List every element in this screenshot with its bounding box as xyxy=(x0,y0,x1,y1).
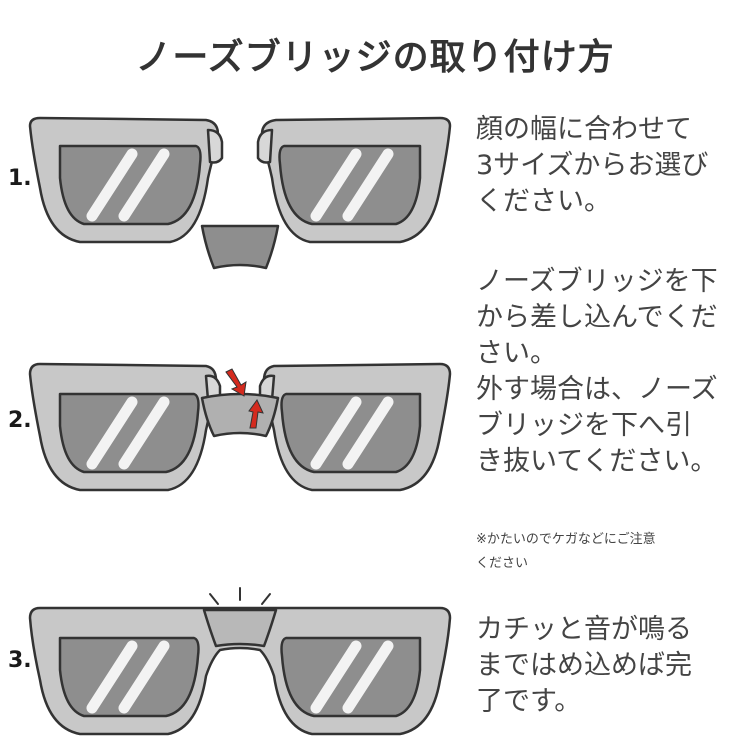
red-arrow-up-icon xyxy=(248,399,264,429)
step-1-description: 顔の幅に合わせて 3サイズからお選び ください。 xyxy=(476,114,709,217)
page-title: ノーズブリッジの取り付け方 xyxy=(135,37,615,78)
step-2-number: 2. xyxy=(8,408,32,433)
glasses-detached-bridge-illustration xyxy=(28,116,452,270)
glasses-bridge-attached-illustration xyxy=(28,587,452,736)
step-3-number: 3. xyxy=(8,648,32,673)
glasses-bridge-inserting-illustration xyxy=(28,362,452,492)
click-lines-icon xyxy=(209,587,271,605)
red-arrow-down-icon xyxy=(225,368,247,397)
caution-note: ※かたいのでケガなどにご注意 ください xyxy=(476,532,656,571)
step-1-number: 1. xyxy=(8,166,32,191)
step-2-description: ノーズブリッジを下 から差し込んでくだ さい。 外す場合は、ノーズ ブリッジを下… xyxy=(476,266,718,477)
step-3-description: カチッと音が鳴る まではめ込めば完 了です。 xyxy=(476,614,692,717)
